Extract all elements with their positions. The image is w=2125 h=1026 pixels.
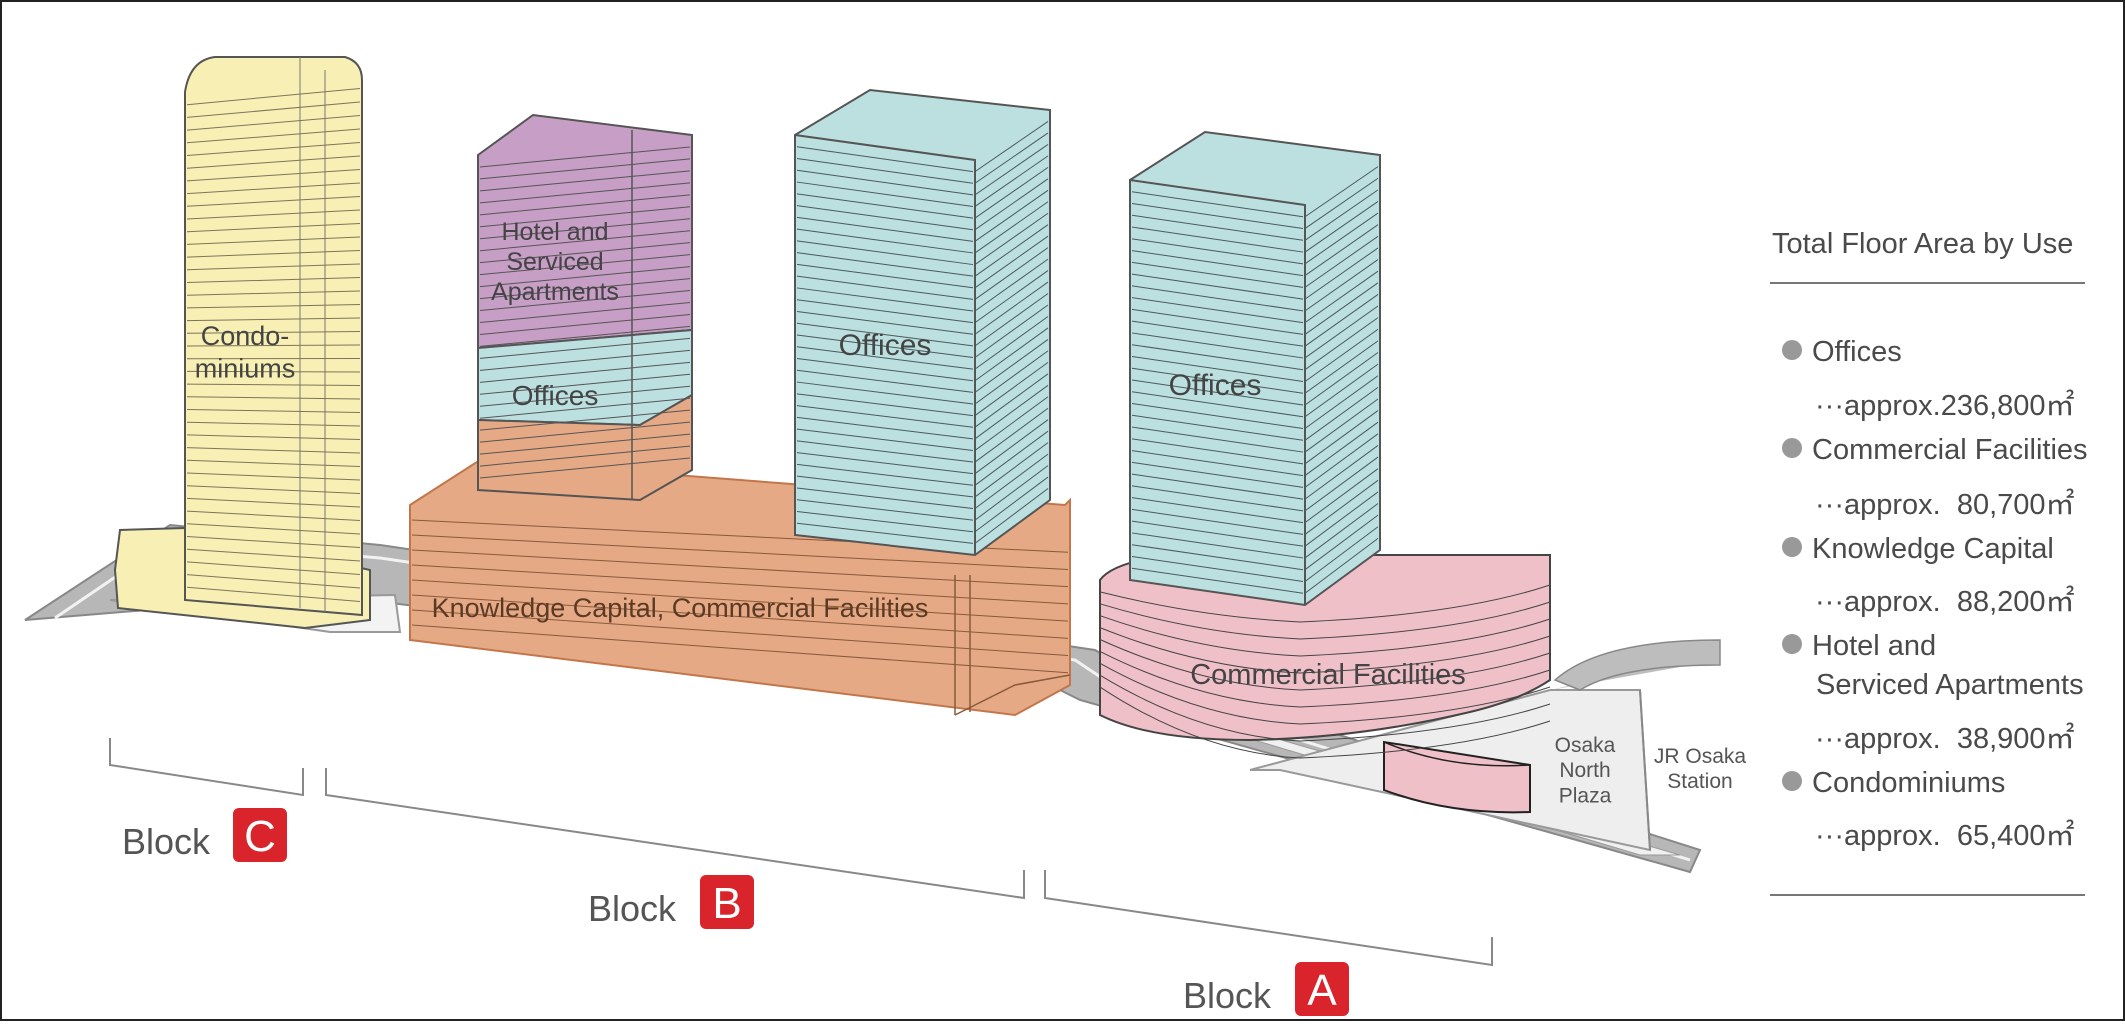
bullet-icon	[1782, 340, 1802, 360]
svg-text:A: A	[1307, 966, 1337, 1015]
legend-item-offices: Offices	[1770, 336, 1902, 369]
label-offices-right: Offices	[1169, 369, 1262, 402]
bullet-icon	[1782, 537, 1802, 557]
label-commercial: Commercial Facilities	[1190, 659, 1466, 691]
block-label-a: Block A	[1183, 962, 1349, 1016]
legend-bottom-rule	[1770, 894, 2085, 896]
legend-value-offices: ···approx.236,800㎡	[1815, 382, 2075, 424]
svg-text:Block: Block	[1183, 975, 1272, 1016]
legend-item-knowledge: Knowledge Capital	[1770, 533, 2054, 566]
label-offices-small: Offices	[512, 380, 599, 411]
label-knowledge: Knowledge Capital, Commercial Facilities	[432, 593, 929, 623]
legend-title: Total Floor Area by Use	[1772, 228, 2073, 261]
svg-text:B: B	[712, 879, 741, 928]
legend-item-commercial: Commercial Facilities	[1770, 434, 2088, 467]
block-label-b: Block B	[588, 875, 754, 929]
legend-value-knowledge: ···approx. 88,200㎡	[1815, 578, 2075, 620]
block-brackets	[110, 738, 1492, 965]
block-label-c: Block C	[122, 808, 287, 862]
svg-text:Block: Block	[122, 821, 211, 862]
label-offices-center: Offices	[839, 329, 932, 362]
legend-value-commercial: ···approx. 80,700㎡	[1815, 481, 2075, 523]
svg-text:C: C	[244, 812, 276, 861]
hotel-office-tower	[478, 115, 692, 500]
legend-item-hotel: Hotel and	[1770, 630, 1936, 663]
bullet-icon	[1782, 438, 1802, 458]
legend-value-hotel: ···approx. 38,900㎡	[1815, 715, 2075, 757]
legend-item-condo: Condominiums	[1770, 767, 2005, 800]
legend-item-hotel-line2: Serviced Apartments	[1816, 669, 2084, 702]
legend-top-rule	[1770, 282, 2085, 284]
svg-text:Block: Block	[588, 888, 677, 929]
bullet-icon	[1782, 634, 1802, 654]
legend-value-condo: ···approx. 65,400㎡	[1815, 812, 2075, 854]
center-office-tower	[795, 90, 1050, 555]
bullet-icon	[1782, 771, 1802, 791]
